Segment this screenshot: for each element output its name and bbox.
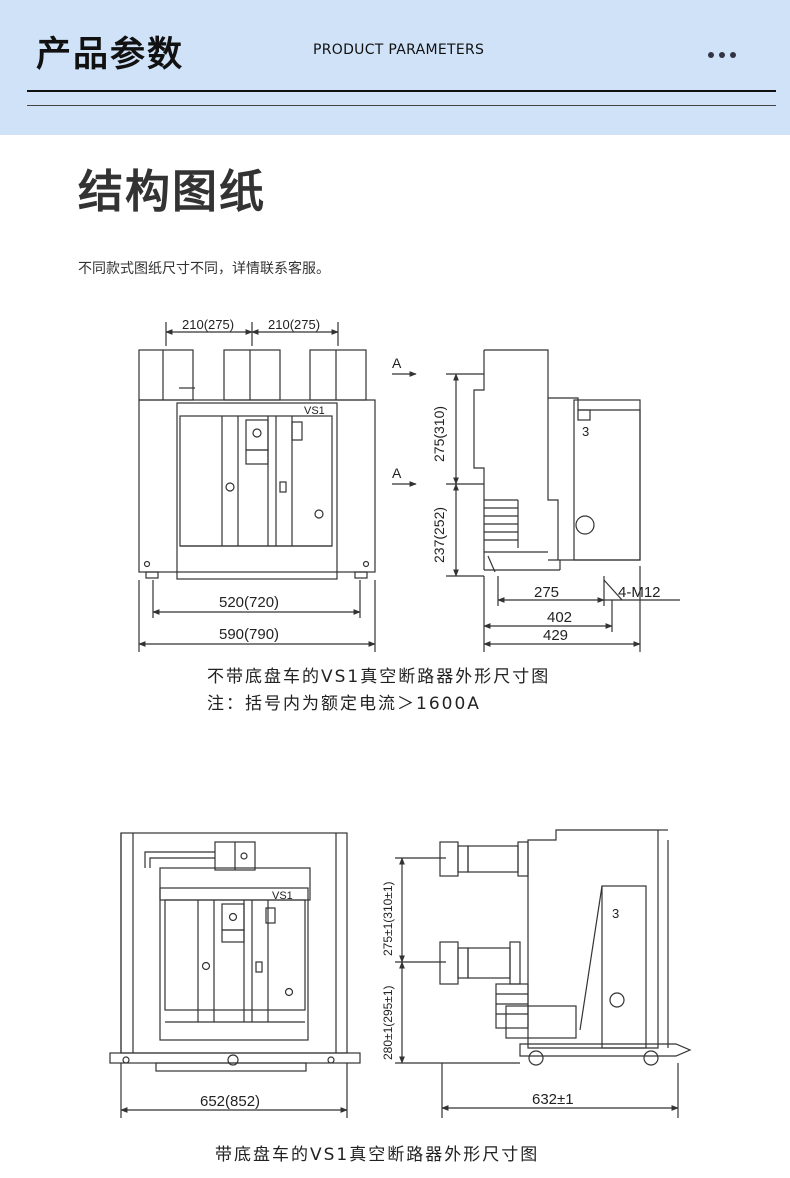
dim-upper-height-2: 275±1(310±1) xyxy=(381,881,395,956)
part-number-3: 3 xyxy=(582,424,589,439)
dim-depth-2: 632±1 xyxy=(532,1091,574,1108)
dim-inner-width: 520(720) xyxy=(219,594,279,611)
dim-lower-height: 237(252) xyxy=(431,507,447,563)
panel-label-vs1: VS1 xyxy=(304,405,325,417)
dim-lower-height-2: 280±1(295±1) xyxy=(381,985,395,1060)
drawing-1-caption: 不带底盘车的VS1真空断路器外形尺寸图 xyxy=(207,667,551,687)
dim-429: 429 xyxy=(543,627,568,644)
section-title: 结构图纸 xyxy=(78,165,267,218)
dim-top-right: 210(275) xyxy=(268,317,320,332)
bolt-label: 4-M12 xyxy=(618,584,661,601)
dim-top-left: 210(275) xyxy=(182,317,234,332)
drawing-1-note: 注：括号内为额定电流＞1600A xyxy=(207,694,481,714)
header-subtitle: PRODUCT PARAMETERS xyxy=(313,42,485,58)
dim-upper-height: 275(310) xyxy=(431,406,447,462)
drawing-2-breaker-with-chassis: VS1 652(852) 275±1(310±1) 280±1(295±1) xyxy=(109,829,692,1118)
header-title: 产品参数 xyxy=(36,35,185,75)
dim-275: 275 xyxy=(534,584,559,601)
three-dots-icon[interactable] xyxy=(708,43,741,62)
panel-label-vs1-2: VS1 xyxy=(272,890,293,902)
drawing-2-caption: 带底盘车的VS1真空断路器外形尺寸图 xyxy=(215,1145,540,1165)
page-header: 产品参数 PRODUCT PARAMETERS xyxy=(0,0,790,135)
dim-402: 402 xyxy=(547,609,572,626)
dim-outer-width: 590(790) xyxy=(219,626,279,643)
dim-width-2: 652(852) xyxy=(200,1093,260,1110)
front-view: 210(275) 210(275) VS1 xyxy=(138,317,376,652)
view-marker-a-bottom: A xyxy=(392,465,402,481)
header-divider-thick xyxy=(27,90,776,92)
part-number-3-2: 3 xyxy=(612,906,619,921)
view-marker-a-top: A xyxy=(392,355,402,371)
section-note: 不同款式图纸尺寸不同，详情联系客服。 xyxy=(78,261,330,277)
side-view: A A 275(310) 237(252) 3 xyxy=(392,349,680,652)
header-divider-thin xyxy=(27,105,776,106)
